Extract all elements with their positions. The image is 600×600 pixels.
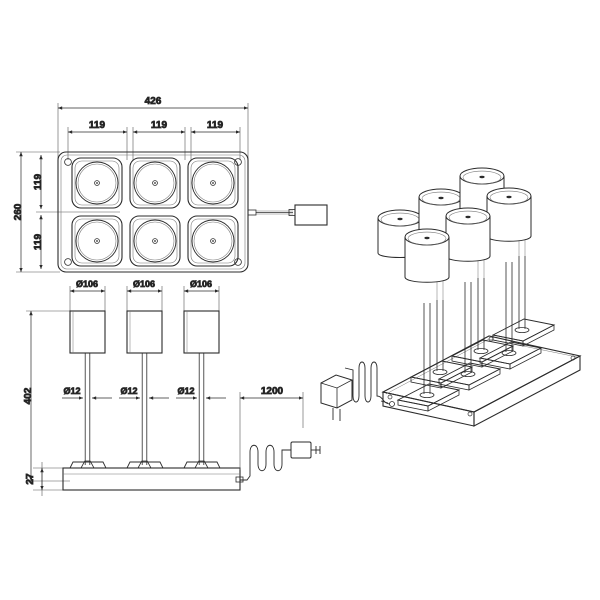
front-view-base (62, 461, 241, 491)
dim-pocket-depth-2: 119 (33, 215, 44, 269)
dim-label-260: 260 (13, 203, 24, 220)
dim-shade-dia-3: Ø106 (184, 279, 219, 293)
dim-label-1200: 1200 (261, 386, 284, 397)
dim-label-d106-2: Ø106 (133, 279, 155, 289)
pocket-cell (129, 157, 181, 209)
iso-lamps (377, 167, 532, 398)
lamp-front (69, 310, 106, 469)
dim-overall-height-402: 402 (23, 311, 34, 481)
dim-pole-dia-3: Ø12 (176, 386, 226, 400)
iso-view-group (320, 167, 582, 427)
iso-base-pockets (396, 318, 556, 412)
dim-pocket-width-1: 119 (68, 120, 127, 134)
dim-base-height-27: 27 (25, 468, 44, 490)
top-view-plate-inner (60, 154, 246, 270)
pocket-cell (71, 157, 123, 209)
dim-shade-dia-2: Ø106 (127, 279, 162, 293)
dim-overall-depth-260: 260 (13, 152, 24, 272)
dim-label-d106-3: Ø106 (190, 279, 212, 289)
dim-label-d12-3: Ø12 (177, 386, 194, 396)
iso-plug (320, 374, 353, 421)
iso-lamp (486, 187, 532, 356)
dim-label-d106-1: Ø106 (76, 279, 98, 289)
iso-pocket (396, 383, 461, 412)
front-view-power-cable (235, 444, 291, 483)
dim-label-119-w1: 119 (89, 120, 106, 131)
dim-pocket-depth-1: 119 (33, 155, 44, 209)
iso-pocket (437, 362, 502, 391)
top-view-power-cable (247, 209, 296, 216)
top-view-pockets (71, 157, 239, 267)
dim-label-d12-1: Ø12 (63, 386, 80, 396)
dim-label-d12-2: Ø12 (120, 386, 137, 396)
dim-label-119-w3: 119 (207, 120, 224, 131)
front-view-group: Ø106 Ø106 Ø106 402 27 (23, 279, 321, 496)
dim-overall-width-426: 426 (58, 96, 248, 110)
front-view-plug (290, 441, 321, 459)
dim-label-27: 27 (25, 473, 36, 485)
iso-pocket (478, 341, 543, 370)
pocket-cell (187, 215, 239, 267)
front-view-lamps (69, 310, 220, 469)
dim-pole-dia-1: Ø12 (62, 386, 112, 400)
dim-label-119-d1: 119 (33, 173, 44, 190)
dim-label-119-w2: 119 (151, 120, 168, 131)
lamp-front (126, 310, 163, 469)
pocket-cell (129, 215, 181, 267)
top-view-group: 426 119 119 119 260 119 (13, 96, 328, 273)
iso-lamp (404, 228, 450, 398)
dim-pole-dia-2: Ø12 (119, 386, 169, 400)
pocket-cell (71, 215, 123, 267)
dim-shade-dia-1: Ø106 (70, 279, 105, 293)
top-view-plug-box (294, 204, 328, 226)
pocket-cell (187, 157, 239, 209)
iso-lamp (445, 207, 491, 377)
dim-pocket-width-2: 119 (133, 120, 185, 134)
iso-base (381, 335, 582, 427)
dim-label-402: 402 (23, 387, 34, 404)
dim-label-426: 426 (145, 96, 162, 107)
dim-label-119-d2: 119 (33, 233, 44, 250)
iso-power-cable (344, 361, 395, 407)
dim-cable-length-1200: 1200 (240, 386, 303, 400)
dim-pocket-width-3: 119 (191, 120, 240, 134)
